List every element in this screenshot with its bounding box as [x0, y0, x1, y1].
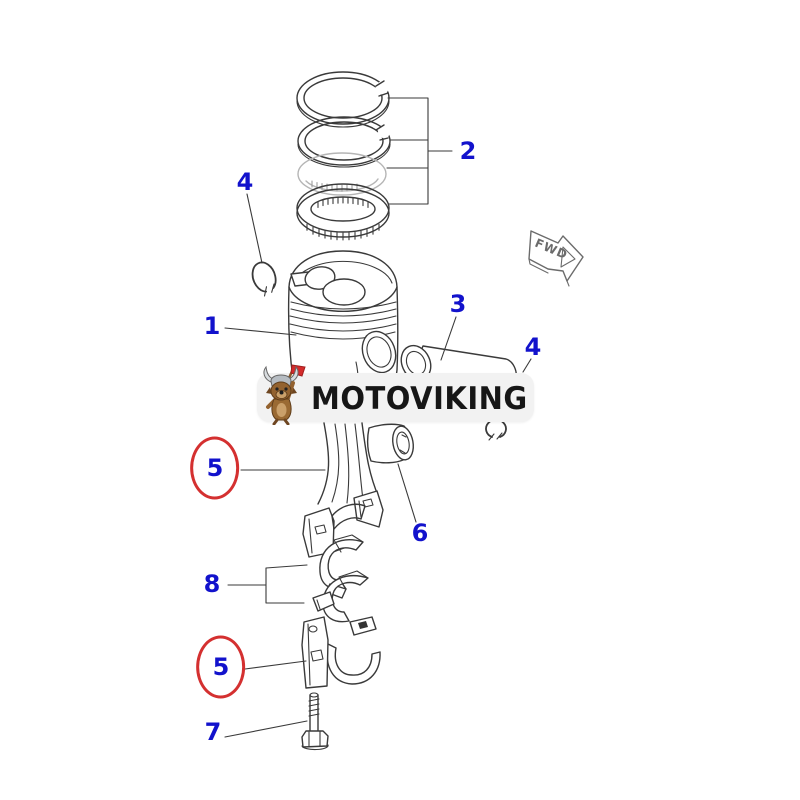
rod-bolt — [301, 692, 329, 751]
oil-ring — [296, 183, 390, 241]
bearing-shell-lower — [312, 570, 369, 623]
callout-label: 1 — [203, 312, 221, 340]
callout-3-3: 3 — [450, 292, 467, 316]
connecting-rod — [302, 422, 384, 558]
pin-bore — [361, 330, 397, 374]
callout-label: 5 — [212, 653, 230, 681]
callout-8-7: 8 — [204, 572, 221, 596]
callout-5-5: 5 — [190, 436, 240, 500]
oil-ring-rail — [297, 152, 387, 196]
small-end-bushing — [366, 423, 414, 464]
callout-label: 2 — [459, 137, 477, 165]
callout-2-0: 2 — [460, 139, 477, 163]
watermark-banner: MOTOVIKING — [257, 364, 534, 425]
piston-ring-set — [296, 71, 391, 241]
callout-label: 5 — [206, 454, 224, 482]
callout-label: 3 — [449, 290, 467, 318]
callout-label: 4 — [236, 168, 254, 196]
callout-7-9: 7 — [205, 720, 222, 744]
callout-6-6: 6 — [412, 521, 429, 545]
callout-label: 4 — [524, 333, 542, 361]
compression-ring-2 — [297, 116, 391, 168]
piston — [287, 250, 399, 398]
snap-ring-left — [251, 261, 277, 297]
callout-label: 8 — [203, 570, 221, 598]
bearing-shell-upper — [319, 534, 364, 599]
bearing-cap — [301, 616, 381, 689]
callout-label: 7 — [204, 718, 222, 746]
callout-label: 6 — [411, 519, 429, 547]
brand-name: MOTOVIKING — [311, 379, 528, 416]
callout-4-4: 4 — [525, 335, 542, 359]
callout-1-2: 1 — [204, 314, 221, 338]
snap-ring-right — [485, 418, 507, 441]
compression-ring-1 — [296, 71, 390, 128]
leader-lines — [224, 97, 532, 738]
callout-5-8: 5 — [196, 635, 246, 699]
brand-mascot-icon — [263, 364, 306, 425]
callout-4-1: 4 — [237, 170, 254, 194]
fwd-arrow: FWD — [528, 230, 584, 287]
